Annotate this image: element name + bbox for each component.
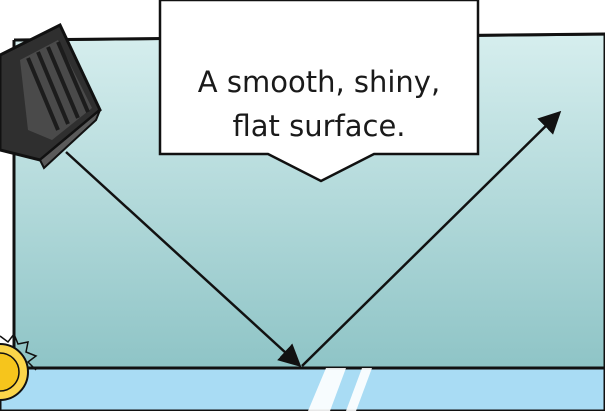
callout-text: A smooth, shiny, flat surface. bbox=[164, 60, 474, 148]
mirror-surface bbox=[0, 368, 605, 411]
